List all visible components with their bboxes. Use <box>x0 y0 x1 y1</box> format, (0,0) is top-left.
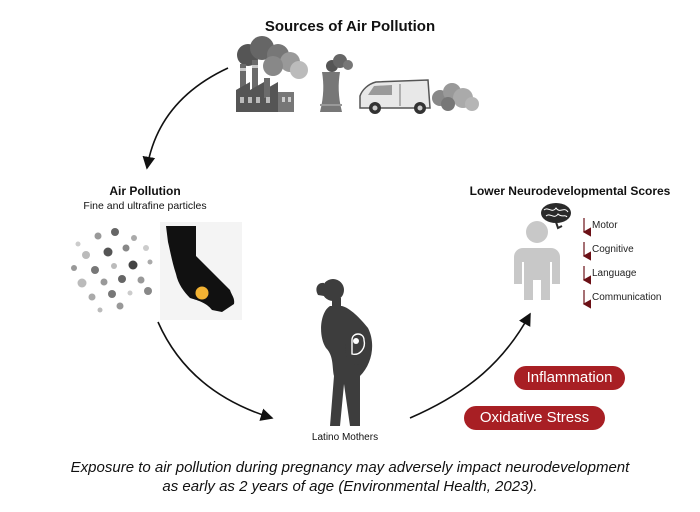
brain-icon <box>541 203 571 230</box>
outcome-item: Cognitive <box>592 244 634 255</box>
child-icon <box>514 221 560 300</box>
outcome-item: Language <box>592 268 637 279</box>
van-icon <box>359 79 479 114</box>
air-pollution-subheading: Fine and ultrafine particles <box>83 200 207 212</box>
pregnant-mother-icon <box>316 279 373 426</box>
arrow-sources-to-pollution <box>142 67 229 170</box>
particles-icon <box>71 228 153 313</box>
oxidative-stress-badge: Oxidative Stress <box>464 406 605 430</box>
california-map-icon <box>160 222 242 320</box>
air-pollution-heading: Air Pollution <box>109 184 181 198</box>
cooling-tower-icon <box>320 54 353 112</box>
factory-icon <box>236 36 308 112</box>
inflammation-badge: Inflammation <box>514 366 625 390</box>
outcome-item: Communication <box>592 292 662 303</box>
outcome-item: Motor <box>592 220 618 231</box>
outcomes-heading: Lower Neurodevelopmental Scores <box>469 184 671 198</box>
caption-line-2: as early as 2 years of age (Environmenta… <box>162 478 538 495</box>
caption: Exposure to air pollution during pregnan… <box>0 458 700 496</box>
arrow-pollution-to-mothers <box>157 321 274 421</box>
arrow-mothers-to-outcomes <box>409 312 531 419</box>
mothers-label: Latino Mothers <box>311 432 379 443</box>
caption-line-1: Exposure to air pollution during pregnan… <box>70 459 630 476</box>
sources-title: Sources of Air Pollution <box>264 18 436 35</box>
